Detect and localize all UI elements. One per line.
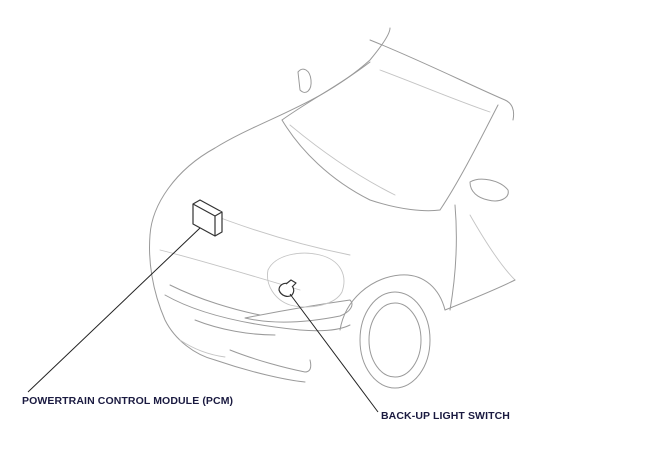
switch-leader-line — [289, 293, 379, 413]
backup-light-switch-label: BACK-UP LIGHT SWITCH — [381, 410, 510, 422]
pcm-leader-line — [27, 227, 201, 393]
pcm-module-icon — [192, 199, 223, 237]
leader-lines — [27, 227, 379, 413]
pcm-label: POWERTRAIN CONTROL MODULE (PCM) — [22, 395, 234, 407]
backup-light-switch-icon — [278, 279, 297, 297]
